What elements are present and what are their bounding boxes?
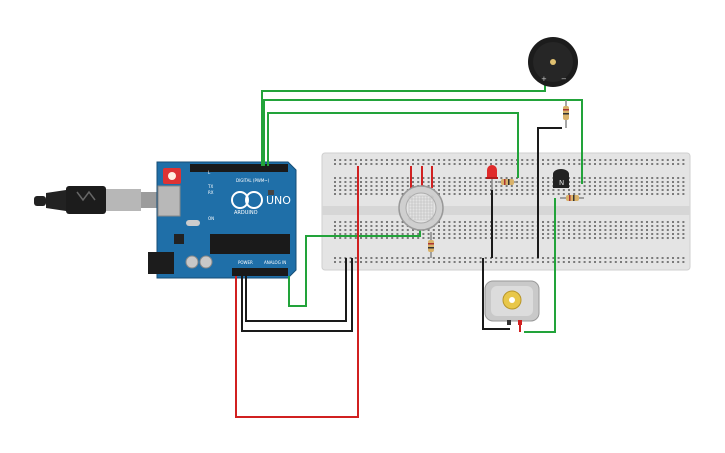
- digital-header-label: DIGITAL (PWM~): [236, 178, 270, 183]
- npn-transistor[interactable]: N: [553, 169, 569, 188]
- resistor-sensor[interactable]: [428, 232, 434, 258]
- arduino-model-text: UNO: [266, 194, 291, 207]
- breadboard[interactable]: [321, 152, 691, 271]
- black-wire-transistor: [537, 127, 562, 258]
- green-wire-buzzer: [261, 82, 546, 166]
- usb-cable: [34, 186, 159, 214]
- green-wire-motor: [524, 198, 556, 333]
- arduino-logo-text: ARDUINO: [234, 210, 258, 216]
- rx-label: RX: [208, 190, 214, 195]
- resistor-led[interactable]: [498, 179, 518, 185]
- l-label: L: [208, 170, 211, 175]
- black-wires[interactable]: [241, 127, 562, 332]
- green-wire-sensor: [288, 228, 421, 307]
- gas-sensor[interactable]: [398, 185, 444, 231]
- analog-header-label: ANALOG IN: [264, 260, 286, 265]
- green-wires[interactable]: [261, 82, 583, 333]
- red-wire-5v: [235, 166, 359, 418]
- on-label: ON: [208, 216, 214, 221]
- resistor-transistor[interactable]: [560, 195, 584, 201]
- dc-motor[interactable]: [484, 280, 540, 325]
- tx-label: TX: [207, 184, 213, 189]
- black-wire-gnd-2: [245, 258, 347, 322]
- resistor-buzzer[interactable]: [563, 100, 569, 128]
- buzzer-minus-label: −: [561, 75, 567, 83]
- green-wire-transistor: [263, 99, 583, 184]
- black-wire-motor: [482, 258, 510, 330]
- black-wire-gnd-1: [241, 258, 353, 332]
- transistor-label: N: [559, 179, 564, 187]
- arduino-uno-board[interactable]: ARDUINO UNO DIGITAL (PWM~) POWER ANALOG …: [148, 161, 297, 279]
- power-header-label: POWER: [238, 260, 253, 265]
- green-wire-led: [267, 112, 519, 178]
- buzzer-plus-label: +: [541, 75, 547, 83]
- led-red[interactable]: [486, 165, 498, 190]
- sensor-mesh: [408, 195, 434, 221]
- piezo-buzzer[interactable]: + −: [528, 37, 578, 87]
